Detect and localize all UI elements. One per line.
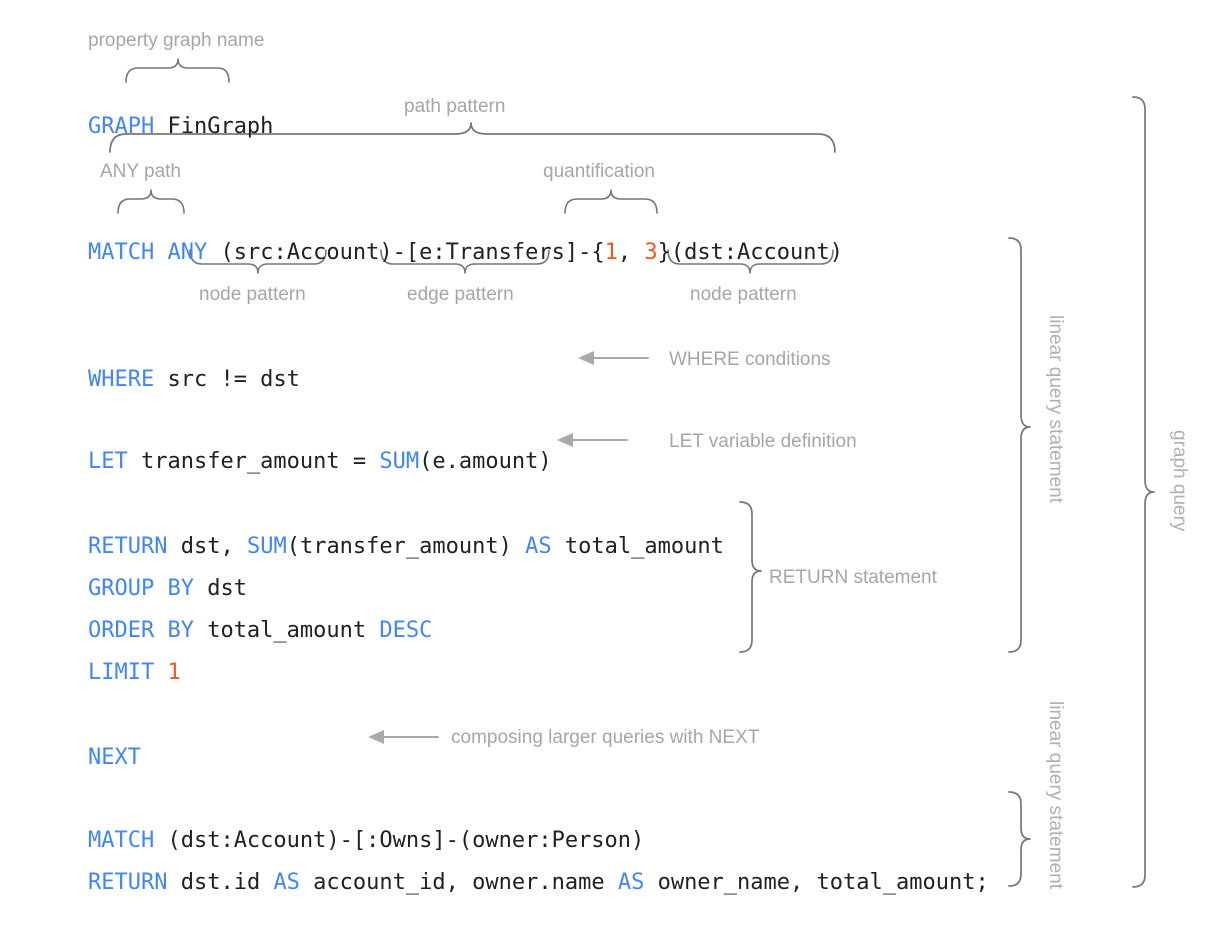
token-keyword-as-3: AS [617,870,645,895]
token-order-by-key: total_amount [193,618,380,643]
token-return-2-tail: owner_name, total_amount; [644,870,989,895]
label-node-pattern-left: node pattern [199,284,306,305]
token-keyword-sum-let: SUM [379,449,420,474]
label-any-path: ANY path [100,161,181,182]
label-return-statement: RETURN statement [769,567,937,588]
token-keyword-let: LET [87,449,128,474]
token-number-limit: 1 [167,660,181,685]
token-keyword-as-2: AS [273,870,300,895]
token-keyword-where: WHERE [87,367,155,392]
token-space-1 [154,240,167,265]
token-let-varname: transfer_amount = [127,449,380,474]
code-line-where: WHERE src != dst [35,347,300,413]
token-pattern-head: (src:Account)-[e:Transfers]-{ [207,240,605,265]
token-keyword-any: ANY [167,240,208,265]
token-keyword-next: NEXT [87,745,141,770]
code-line-graph: GRAPH FinGraph [35,94,273,160]
code-line-return-2: RETURN dst.id AS account_id, owner.name … [35,850,989,916]
token-return-2-mid: account_id, owner.name [299,870,618,895]
token-return-2-dstid: dst.id [167,870,274,895]
token-keyword-graph: GRAPH [87,114,155,139]
token-return-dst: dst, [167,534,247,559]
arrow-where-conditions [578,351,649,365]
token-let-args: (e.amount) [419,449,552,474]
code-line-limit: LIMIT 1 [35,640,181,706]
brace-linear-query-statement-1 [1008,237,1031,653]
token-where-expr: src != dst [154,367,300,392]
brace-quantification [564,189,658,214]
code-line-match-2: MATCH (dst:Account)-[:Owns]-(owner:Perso… [35,808,644,874]
label-graph-query: graph query [1169,430,1190,532]
token-space-2 [154,660,167,685]
label-where-conditions: WHERE conditions [669,349,831,370]
token-keyword-sum-return: SUM [246,534,287,559]
code-line-match-1: MATCH ANY (src:Account)-[e:Transfers]-{1… [35,220,843,286]
brace-linear-query-statement-2 [1008,791,1031,887]
token-group-by-key: dst [193,576,247,601]
token-keyword-return-2: RETURN [87,870,168,895]
arrow-let-variable-definition [557,433,628,447]
label-edge-pattern: edge pattern [407,284,514,305]
token-return-alias-1: total_amount [551,534,724,559]
label-path-pattern: path pattern [404,96,506,117]
token-pattern-tail: }(dst:Account) [657,240,844,265]
label-node-pattern-right: node pattern [690,284,797,305]
token-keyword-match-2: MATCH [87,828,155,853]
brace-any-path [117,189,185,214]
code-line-let: LET transfer_amount = SUM(e.amount) [35,429,552,495]
token-keyword-return-1: RETURN [87,534,168,559]
token-return-sum-args: (transfer_amount) [286,534,526,559]
token-keyword-desc: DESC [379,618,433,643]
label-property-graph-name: property graph name [88,30,265,51]
token-keyword-group-by: GROUP BY [87,576,194,601]
token-comma: , [617,240,645,265]
token-keyword-as-1: AS [525,534,552,559]
brace-return-statement [739,501,762,653]
label-let-variable-definition: LET variable definition [669,431,857,452]
code-line-next: NEXT [35,725,141,791]
arrow-composing-next [368,730,439,744]
brace-property-graph-name [125,58,230,83]
token-keyword-limit: LIMIT [87,660,155,685]
brace-graph-query [1132,96,1155,888]
code-line-group-by: GROUP BY dst [35,556,247,622]
label-quantification: quantification [543,161,655,182]
token-match-2-pattern: (dst:Account)-[:Owns]-(owner:Person) [154,828,645,853]
label-linear-query-statement-1: linear query statement [1045,315,1066,503]
code-line-return-1: RETURN dst, SUM(transfer_amount) AS tota… [35,514,724,580]
token-keyword-order-by: ORDER BY [87,618,194,643]
label-composing-with-next: composing larger queries with NEXT [451,727,760,748]
label-linear-query-statement-2: linear query statement [1045,701,1066,889]
token-identifier-fingraph: FinGraph [154,114,274,139]
code-line-order-by: ORDER BY total_amount DESC [35,598,432,664]
token-number-lower-bound: 1 [604,240,618,265]
token-number-upper-bound: 3 [644,240,658,265]
token-keyword-match: MATCH [87,240,155,265]
